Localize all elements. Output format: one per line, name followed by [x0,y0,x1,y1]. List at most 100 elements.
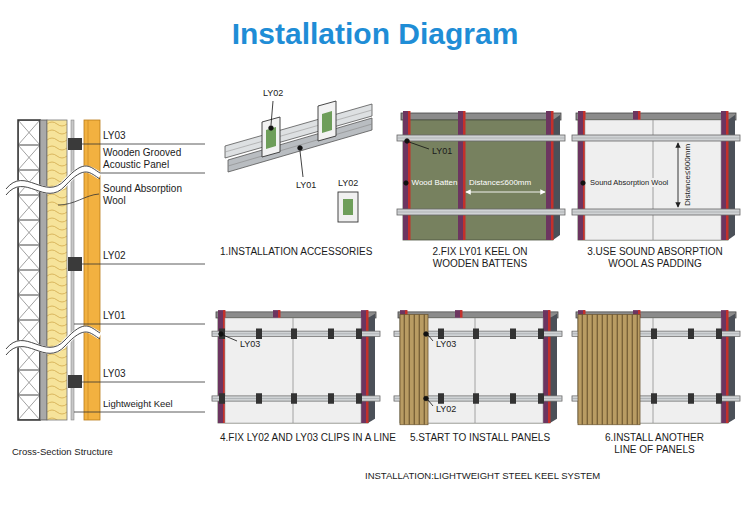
leader-dot [424,332,429,337]
cross-section [68,375,82,388]
wall-step-4 [218,310,369,423]
part-code-holder: LY01 [432,146,452,157]
leader-dot [424,396,429,401]
leader-line [100,173,205,174]
part-code-holder: LY01 [103,310,126,322]
dimension-label: Distance≤600mm [469,178,531,188]
cross-section [68,138,82,150]
leader-dot [409,142,429,149]
step-caption-holder: 6.INSTALL ANOTHER LINE OF PANELS [597,432,712,456]
step-caption-holder: 5.START TO INSTALL PANELS [410,432,550,444]
leader-dot [428,335,433,341]
part-code-holder: LY02 [263,88,283,99]
dimension-label-holder: Distance≤600mm [683,144,693,206]
part-code: LY02 [103,250,126,262]
leader-line [82,382,205,383]
cross-section [6,326,100,349]
figure-caption-holder: Cross-Section Structure [12,446,113,457]
wall-step-5 [394,310,562,425]
wall-step-4 [216,312,376,423]
step-caption-holder: 2.FIX LY01 KEEL ON WOODEN BATTENS [415,246,545,270]
step-caption-holder: 1.INSTALLATION ACCESSORIES [220,246,372,258]
layer-label-holder: Lightweight Keel [103,398,173,409]
cross-section [68,257,82,271]
leader-line [74,324,205,325]
wall-step-6 [572,310,740,425]
wall-step-3 [578,111,729,240]
figure-caption: INSTALLATION:LIGHTWEIGHT STEEL KEEL SYST… [365,470,600,481]
layer-label: Sound Absorption Wool [103,183,203,207]
wall-step-3 [572,135,740,215]
wall-step-5 [400,315,428,425]
wall-step-3 [572,111,740,240]
step-caption-holder: 4.FIX LY02 AND LY03 CLIPS IN A LINE [220,432,396,444]
part-code: LY01 [103,310,126,322]
figure-caption-holder: INSTALLATION:LIGHTWEIGHT STEEL KEEL SYST… [365,470,600,481]
layer-label: Wooden Grooved Acoustic Panel [103,147,203,171]
part-code: LY03 [436,339,456,350]
diagram-title-holder: Installation Diagram [0,16,750,52]
leader-dot [223,335,237,341]
part-code: LY01 [432,146,452,157]
callout-label-holder: Sound Absorption Wool [588,178,670,187]
keel-accessories [318,101,336,141]
cross-section [6,332,100,355]
part-code: LY02 [263,88,283,99]
step-caption: 2.FIX LY01 KEEL ON WOODEN BATTENS [415,246,545,270]
leader-line [82,144,205,145]
keel-accessories [225,101,372,222]
leader-dot [271,101,273,125]
cross-section [6,120,100,420]
keel-accessories [228,118,372,172]
part-code: LY03 [103,368,126,380]
part-code-holder: LY01 [296,180,316,191]
cross-section [40,120,47,420]
layer-label-holder: Sound Absorption Wool [103,183,203,207]
leader-dot [219,332,224,337]
part-code: LY03 [103,130,126,142]
step-caption: 4.FIX LY02 AND LY03 CLIPS IN A LINE [220,432,396,444]
wall-step-2 [466,192,545,193]
leader-dot [428,400,433,406]
wall-step-2 [397,135,565,215]
cross-section [84,120,100,420]
cross-section [6,166,100,189]
part-code-holder: LY02 [436,404,456,415]
leader-dot [269,126,274,131]
wall-step-2 [403,111,554,240]
layer-label-holder: Wooden Grooved Acoustic Panel [103,147,203,171]
leader-line [74,412,205,413]
callout-label: Wood Batten [412,178,458,188]
layer-label: Lightweight Keel [103,398,173,409]
part-code-holder: LY03 [436,339,456,350]
step-caption: 3.USE SOUND ABSORPTION WOOL AS PADDING [580,246,730,270]
part-code-holder: LY02 [103,250,126,262]
step-caption: 1.INSTALLATION ACCESSORIES [220,246,372,258]
step-caption: 5.START TO INSTALL PANELS [410,432,550,444]
wall-step-6 [578,315,640,425]
keel-accessories [343,199,353,215]
part-code-holder: LY03 [240,339,260,350]
dimension-label-holder: Distance≤600mm [469,178,531,188]
diagram-title: Installation Diagram [0,16,750,52]
leader-dot [405,139,410,144]
leader-dot [404,181,408,185]
leader-dot [298,146,303,151]
wall-step-4 [219,329,362,404]
wall-step-2 [397,111,565,240]
wall-step-3 [576,113,736,240]
wall-step-2 [401,113,561,240]
part-code-holder: LY03 [103,130,126,142]
step-caption: 6.INSTALL ANOTHER LINE OF PANELS [597,432,712,456]
keel-accessories [338,192,358,222]
wall-step-4 [212,310,380,423]
part-code: LY02 [436,404,456,415]
cross-section [88,120,89,420]
part-code-holder: LY02 [338,178,358,189]
leader-line [82,264,205,265]
cross-section [6,172,100,195]
leader-dot [219,101,586,406]
leader-line [58,194,99,205]
wall-step-3 [678,143,679,207]
